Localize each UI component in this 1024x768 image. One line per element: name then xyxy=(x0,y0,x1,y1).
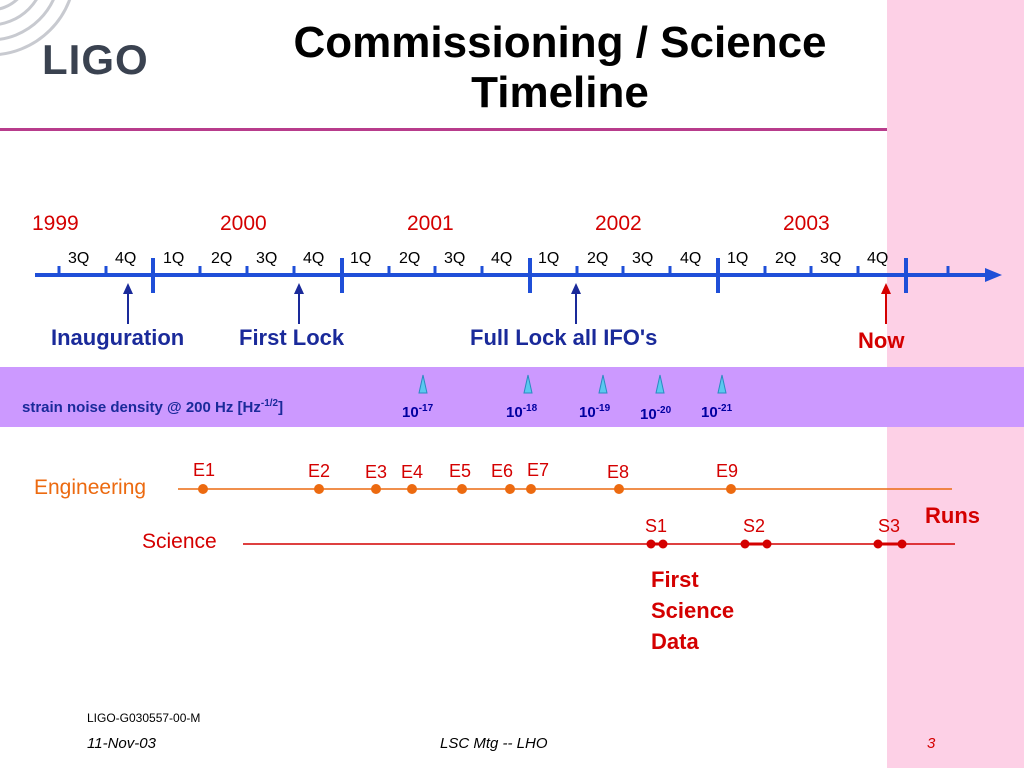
noise-marker xyxy=(523,374,533,394)
title-line-1: Commissioning / Science xyxy=(293,18,827,67)
slide-title: Commissioning / Science Timeline xyxy=(200,18,920,118)
science-run-dot xyxy=(658,539,668,549)
science-run-label: S1 xyxy=(645,516,668,536)
engineering-run-dot xyxy=(198,484,208,494)
quarter-label: 3Q xyxy=(256,250,278,267)
engineering-run-dot xyxy=(726,484,736,494)
quarter-label: 3Q xyxy=(68,250,90,267)
quarter-label: 2Q xyxy=(775,250,797,267)
science-run-dot xyxy=(740,539,750,549)
science-run-dot xyxy=(873,539,883,549)
engineering-run-dot xyxy=(371,484,381,494)
quarter-label: 3Q xyxy=(820,250,842,267)
page-number: 3 xyxy=(927,735,936,752)
year-label: 2002 xyxy=(595,212,642,235)
engineering-run-label: E2 xyxy=(308,461,331,481)
noise-value: 10-21 xyxy=(701,403,733,421)
engineering-run-label: E9 xyxy=(716,461,739,481)
footer-date: 11-Nov-03 xyxy=(87,735,156,752)
noise-marker xyxy=(717,374,727,394)
noise-marker xyxy=(655,374,665,394)
quarter-label: 2Q xyxy=(211,250,233,267)
year-label: 2001 xyxy=(407,212,454,235)
sensitivity-label-main: strain noise density @ 200 Hz [Hz xyxy=(22,399,261,416)
science-run-dot xyxy=(646,539,656,549)
quarter-label: 3Q xyxy=(444,250,466,267)
milestone-inauguration: Inauguration xyxy=(51,325,185,350)
runs-label: Runs xyxy=(925,503,980,528)
noise-value: 10-19 xyxy=(579,403,611,421)
ligo-logo: LIGO xyxy=(42,36,149,83)
engineering-run-label: E4 xyxy=(401,462,424,482)
science-run-label: S3 xyxy=(878,516,901,536)
noise-marker xyxy=(598,374,608,394)
fsd-line: Data xyxy=(651,629,699,654)
milestone-now: Now xyxy=(858,328,905,353)
document-id: LIGO-G030557-00-M xyxy=(87,711,201,725)
science-run-label: S2 xyxy=(743,516,766,536)
quarter-label: 4Q xyxy=(680,250,702,267)
quarter-label: 4Q xyxy=(115,250,137,267)
title-line-2: Timeline xyxy=(471,68,649,117)
noise-value: 10-18 xyxy=(506,403,538,421)
noise-value: 10-20 xyxy=(640,405,672,423)
quarter-label: 4Q xyxy=(867,250,889,267)
engineering-row-label: Engineering xyxy=(34,476,147,499)
quarter-label: 4Q xyxy=(491,250,513,267)
engineering-run-dot xyxy=(526,484,536,494)
milestone-full-lock: Full Lock all IFO's xyxy=(470,325,658,350)
milestone-first-lock: First Lock xyxy=(239,325,345,350)
engineering-run-label: E1 xyxy=(193,460,216,480)
science-run-dot xyxy=(762,539,772,549)
sensitivity-label-close: ] xyxy=(278,399,284,416)
engineering-run-dot xyxy=(614,484,624,494)
fsd-line: Science xyxy=(651,598,735,623)
quarter-label: 1Q xyxy=(163,250,185,267)
sensitivity-label-exp: -1/2 xyxy=(260,398,279,409)
engineering-run-label: E7 xyxy=(527,460,550,480)
sensitivity-band xyxy=(0,367,1024,427)
timeline-arrowhead xyxy=(985,268,1002,282)
science-run-dot xyxy=(897,539,907,549)
noise-marker xyxy=(418,374,428,394)
engineering-run-label: E8 xyxy=(607,462,630,482)
quarter-label: 3Q xyxy=(632,250,654,267)
engineering-run-label: E3 xyxy=(365,462,388,482)
engineering-run-dot xyxy=(457,484,467,494)
first-science-data-label: First Science Data xyxy=(651,564,734,657)
sensitivity-label: strain noise density @ 200 Hz [Hz-1/2] xyxy=(22,398,283,416)
engineering-run-dot xyxy=(505,484,515,494)
now-arrow-head xyxy=(881,283,891,294)
quarter-label: 4Q xyxy=(303,250,325,267)
year-label: 1999 xyxy=(32,212,79,235)
quarter-label: 2Q xyxy=(399,250,421,267)
quarter-label: 1Q xyxy=(538,250,560,267)
quarter-label: 1Q xyxy=(350,250,372,267)
title-underline xyxy=(0,128,887,131)
year-label: 2003 xyxy=(783,212,830,235)
quarter-label: 2Q xyxy=(587,250,609,267)
year-label: 2000 xyxy=(220,212,267,235)
engineering-run-dot xyxy=(407,484,417,494)
milestone-arrow-head xyxy=(123,283,133,294)
engineering-run-label: E5 xyxy=(449,461,472,481)
quarter-label: 1Q xyxy=(727,250,749,267)
milestone-arrow-head xyxy=(571,283,581,294)
engineering-run-label: E6 xyxy=(491,461,514,481)
science-row-label: Science xyxy=(142,530,217,553)
milestone-arrow-head xyxy=(294,283,304,294)
fsd-line: First xyxy=(651,567,699,592)
footer-meeting: LSC Mtg -- LHO xyxy=(440,735,548,752)
noise-value: 10-17 xyxy=(402,403,434,421)
engineering-run-dot xyxy=(314,484,324,494)
